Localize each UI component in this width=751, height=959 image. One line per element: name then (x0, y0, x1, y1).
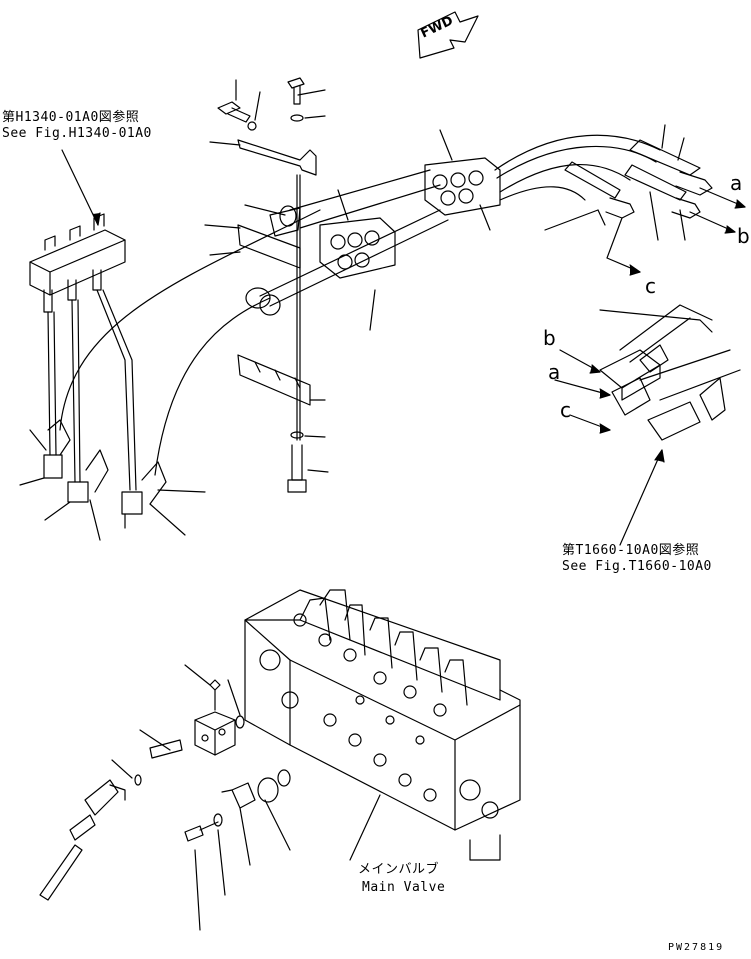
ref-h1340-en: See Fig.H1340-01A0 (2, 126, 152, 141)
pipe-main-2 (289, 169, 431, 211)
lower-clamp-parts (237, 287, 329, 493)
left-manifold-block (29, 213, 126, 313)
callout-a-inset: a (548, 360, 561, 384)
ref-t1660-en: See Fig.T1660-10A0 (562, 559, 712, 574)
ref-leader-left (61, 149, 99, 226)
hose-upper-right-2 (499, 163, 631, 193)
ref-h1340-jp: 第H1340-01A0図参照 (2, 110, 140, 125)
drawing-code: PW27819 (668, 942, 725, 953)
hose-end-fittings-left (19, 419, 206, 541)
callout-c-inset: c (560, 398, 571, 422)
fwd-arrow-icon (417, 11, 479, 59)
callout-b-inset: b (543, 326, 556, 350)
arrow-c (606, 217, 641, 273)
ref-leader-right (619, 449, 663, 546)
pipe-main-1 (259, 209, 441, 297)
callout-b-top: b (737, 224, 750, 248)
callout-c-top: c (645, 274, 656, 298)
inset-detail-connections (599, 304, 741, 441)
valve-side-fittings (39, 664, 291, 931)
upper-bracket-parts (204, 77, 326, 441)
hose-upper-right-3 (499, 186, 586, 201)
right-clamp-assembly (424, 129, 501, 231)
ref-t1660-jp: 第T1660-10A0図参照 (562, 543, 700, 558)
main-valve-body (244, 589, 521, 861)
leader-main-valve (349, 794, 381, 861)
main-valve-label-jp: メインバルブ (358, 862, 440, 877)
callout-a-top: a (730, 171, 743, 195)
hose-upper-right-1 (494, 134, 661, 171)
hose-left-1 (47, 311, 51, 456)
hose-left-2 (71, 299, 76, 483)
middle-clamp-assembly (319, 189, 396, 331)
hose-end-fittings-right (544, 124, 713, 241)
hose-left-3 (96, 289, 131, 491)
hose-long-1 (59, 209, 321, 431)
main-valve-label-en: Main Valve (362, 880, 446, 895)
